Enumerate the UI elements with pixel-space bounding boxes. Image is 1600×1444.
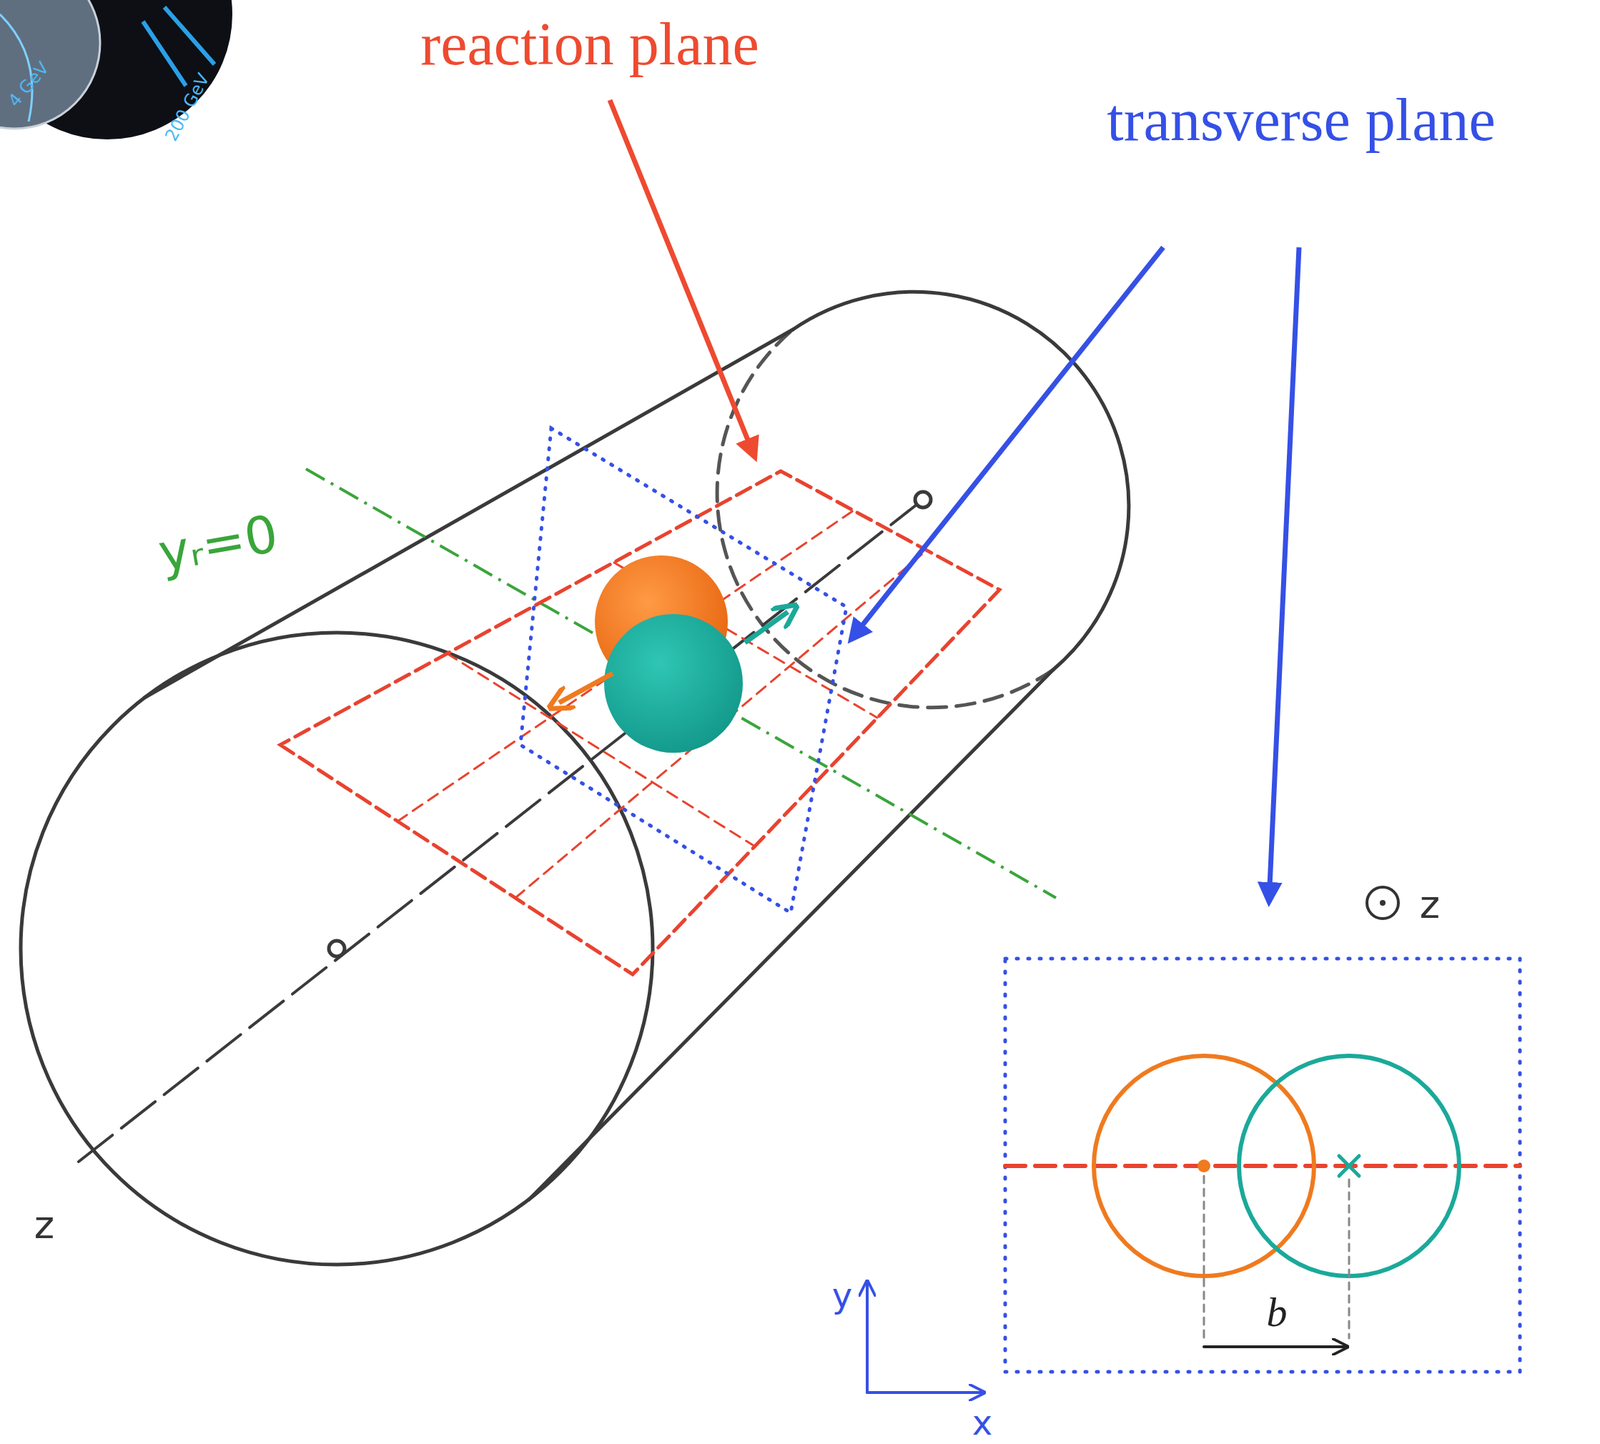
plane-label: reaction plane <box>420 14 759 75</box>
axis-label: z <box>34 1206 55 1245</box>
plane-label: transverse plane <box>1106 90 1495 151</box>
axis-label: y <box>832 1278 853 1313</box>
axis-label: z <box>1419 885 1440 925</box>
reaction-plane <box>280 471 1000 975</box>
nuclei <box>559 555 788 753</box>
axis-label: x <box>972 1405 993 1440</box>
transverse-inset <box>867 887 1520 1393</box>
logo-text: 200 GeV <box>162 70 213 144</box>
leader-arrows <box>609 100 1300 903</box>
transverse-plane <box>520 428 847 913</box>
axis-label: yᵣ=0 <box>154 507 281 580</box>
beam-cylinder <box>20 291 1129 1265</box>
logo-text: 4 GeV <box>5 58 52 110</box>
impact-parameter-label: b <box>1266 1291 1288 1334</box>
logo <box>0 0 233 140</box>
